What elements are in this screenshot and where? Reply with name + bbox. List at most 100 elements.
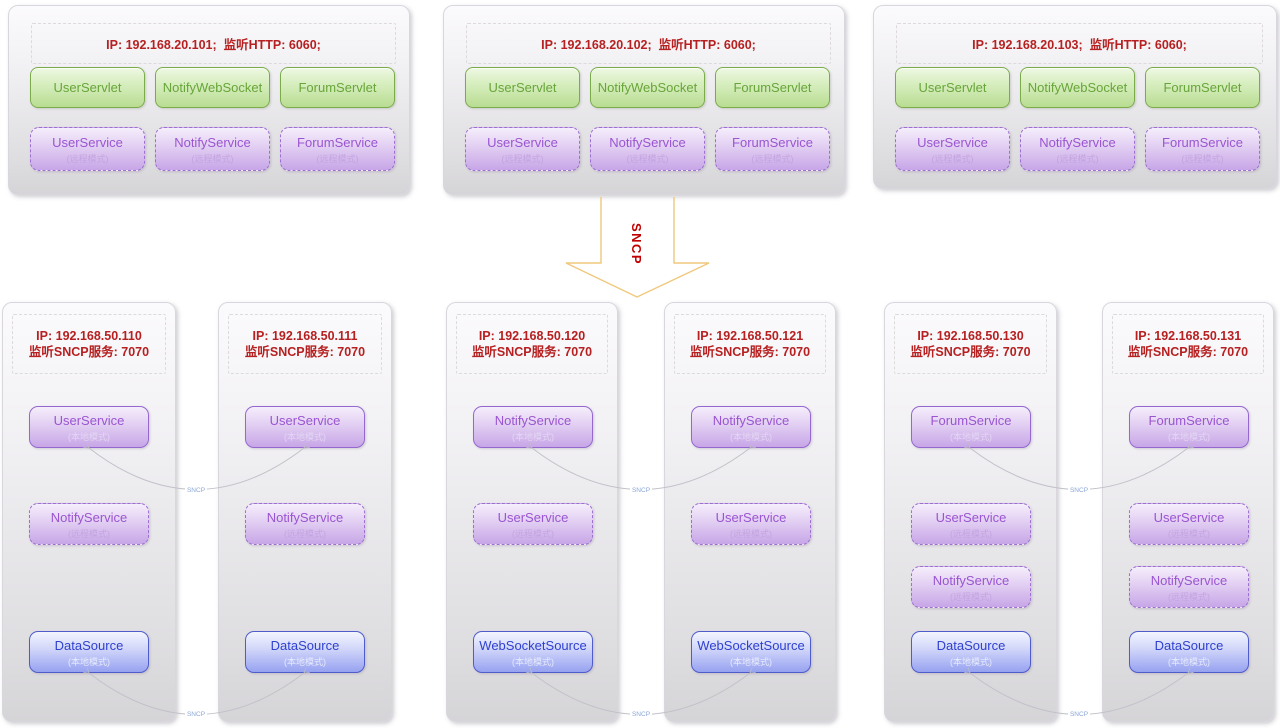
- websocketsource-box: WebSocketSource (本地模式): [691, 631, 811, 673]
- service-name: ForumService: [297, 135, 378, 150]
- service-name: ForumService: [1162, 135, 1243, 150]
- service-name: WebSocketSource: [479, 638, 587, 653]
- servlet-box: NotifyWebSocket: [1020, 67, 1135, 108]
- listen-text: 监听SNCP服务: 7070: [28, 345, 150, 359]
- servlet-label: NotifyWebSocket: [1027, 80, 1128, 95]
- service-mode: (本地模式): [284, 657, 326, 667]
- servlet-label: UserServlet: [488, 80, 557, 95]
- ip-listen-header: IP: 192.168.20.101; 监听HTTP: 6060;: [31, 23, 396, 64]
- service-row: UserService (远程模式) NotifyService (远程模式) …: [895, 127, 1260, 171]
- datasource-box: DataSource (本地模式): [29, 631, 149, 673]
- service-mode: (远程模式): [626, 154, 669, 164]
- service-name: NotifyService: [174, 135, 251, 150]
- ip-listen-header: IP: 192.168.50.110 监听SNCP服务: 7070: [12, 314, 166, 374]
- service-mode: (本地模式): [68, 657, 110, 667]
- sncp-link-label: SNCP: [187, 711, 205, 718]
- listen-text: 监听SNCP服务: 7070: [471, 345, 593, 359]
- service-box: ForumService (本地模式): [1129, 406, 1249, 448]
- sncp-link-label: SNCP: [632, 711, 650, 718]
- service-row: UserService (远程模式) NotifyService (远程模式) …: [30, 127, 395, 171]
- service-box: NotifyService (远程模式): [1020, 127, 1135, 171]
- service-name: UserService: [52, 135, 123, 150]
- servlet-box: UserServlet: [465, 67, 580, 108]
- service-box: NotifyService (远程模式): [29, 503, 149, 545]
- listen-text: 监听SNCP服务: 7070: [244, 345, 366, 359]
- service-box: UserService (远程模式): [895, 127, 1010, 171]
- service-name: UserService: [269, 413, 341, 428]
- service-mode: (远程模式): [931, 154, 974, 164]
- service-name: WebSocketSource: [697, 638, 805, 653]
- datasource-box: DataSource (本地模式): [911, 631, 1031, 673]
- sncp-flow-arrow-label: SNCP: [629, 223, 644, 265]
- servlet-label: UserServlet: [53, 80, 122, 95]
- http-server-node-103: IP: 192.168.20.103; 监听HTTP: 6060; UserSe…: [873, 5, 1277, 189]
- service-name: ForumService: [732, 135, 813, 150]
- sncp-link-label-bg: [630, 486, 652, 494]
- sncp-link-label-bg: [185, 710, 207, 718]
- service-mode: (远程模式): [66, 154, 109, 164]
- service-name: DataSource: [54, 638, 124, 653]
- service-mode: (本地模式): [1168, 432, 1210, 442]
- service-name: NotifyService: [266, 510, 344, 525]
- sncp-server-node-131: IP: 192.168.50.131 监听SNCP服务: 7070 ForumS…: [1102, 302, 1274, 722]
- ip-text: IP: 192.168.50.111: [252, 328, 358, 343]
- service-mode: (远程模式): [512, 529, 554, 539]
- sncp-server-node-110: IP: 192.168.50.110 监听SNCP服务: 7070 UserSe…: [2, 302, 176, 722]
- service-mode: (本地模式): [512, 657, 554, 667]
- service-row: UserService (远程模式) NotifyService (远程模式) …: [465, 127, 830, 171]
- servlet-box: NotifyWebSocket: [590, 67, 705, 108]
- websocketsource-box: WebSocketSource (本地模式): [473, 631, 593, 673]
- service-mode: (本地模式): [512, 432, 554, 442]
- sncp-link-label-bg: [1068, 486, 1090, 494]
- service-box: NotifyService (远程模式): [155, 127, 270, 171]
- sncp-link-label-bg: [185, 486, 207, 494]
- http-server-node-101: IP: 192.168.20.101; 监听HTTP: 6060; UserSe…: [8, 5, 410, 195]
- service-name: UserService: [935, 510, 1007, 525]
- servlet-box: UserServlet: [895, 67, 1010, 108]
- ip-text: IP: 192.168.50.131: [1134, 328, 1242, 343]
- service-mode: (本地模式): [730, 657, 772, 667]
- service-mode: (远程模式): [1168, 529, 1210, 539]
- service-mode: (远程模式): [68, 529, 110, 539]
- service-box: NotifyService (远程模式): [911, 566, 1031, 608]
- ip-text: IP: 192.168.50.120: [478, 328, 586, 343]
- listen-text: 监听SNCP服务: 7070: [910, 345, 1031, 359]
- service-mode: (本地模式): [950, 657, 992, 667]
- service-mode: (远程模式): [1168, 592, 1210, 602]
- service-name: NotifyService: [712, 413, 790, 428]
- sncp-server-node-130: IP: 192.168.50.130 监听SNCP服务: 7070 ForumS…: [884, 302, 1057, 722]
- servlet-box: ForumServlet: [280, 67, 395, 108]
- service-name: UserService: [487, 135, 558, 150]
- service-name: DataSource: [936, 638, 1006, 653]
- sncp-link-label-bg: [1068, 710, 1090, 718]
- servlet-label: ForumServlet: [733, 80, 812, 95]
- service-mode: (本地模式): [68, 432, 110, 442]
- servlet-row: UserServlet NotifyWebSocket ForumServlet: [895, 67, 1260, 108]
- ip-listen-header: IP: 192.168.50.120 监听SNCP服务: 7070: [456, 314, 608, 374]
- sncp-link-label: SNCP: [632, 487, 650, 494]
- servlet-label: ForumServlet: [1163, 80, 1242, 95]
- service-box: UserService (远程模式): [691, 503, 811, 545]
- service-box: ForumService (远程模式): [1145, 127, 1260, 171]
- ip-listen-header: IP: 192.168.50.130 监听SNCP服务: 7070: [894, 314, 1047, 374]
- servlet-box: UserServlet: [30, 67, 145, 108]
- service-name: UserService: [497, 510, 569, 525]
- sncp-server-node-111: IP: 192.168.50.111 监听SNCP服务: 7070 UserSe…: [218, 302, 392, 722]
- service-box: ForumService (远程模式): [715, 127, 830, 171]
- service-name: NotifyService: [1150, 573, 1228, 588]
- sncp-link-label-bg: [630, 710, 652, 718]
- service-name: NotifyService: [609, 135, 686, 150]
- servlet-row: UserServlet NotifyWebSocket ForumServlet: [465, 67, 830, 108]
- ip-listen-header: IP: 192.168.50.111 监听SNCP服务: 7070: [228, 314, 382, 374]
- service-mode: (远程模式): [1181, 154, 1224, 164]
- http-server-node-102: IP: 192.168.20.102; 监听HTTP: 6060; UserSe…: [443, 5, 845, 195]
- service-name: NotifyService: [932, 573, 1010, 588]
- service-box: UserService (本地模式): [29, 406, 149, 448]
- listen-text: 监听SNCP服务: 7070: [1127, 345, 1249, 359]
- ip-listen-text: IP: 192.168.20.102; 监听HTTP: 6060;: [541, 38, 756, 52]
- listen-text: 监听SNCP服务: 7070: [689, 345, 811, 359]
- service-mode: (远程模式): [191, 154, 234, 164]
- service-box: NotifyService (远程模式): [1129, 566, 1249, 608]
- service-mode: (远程模式): [284, 529, 326, 539]
- service-name: DataSource: [270, 638, 340, 653]
